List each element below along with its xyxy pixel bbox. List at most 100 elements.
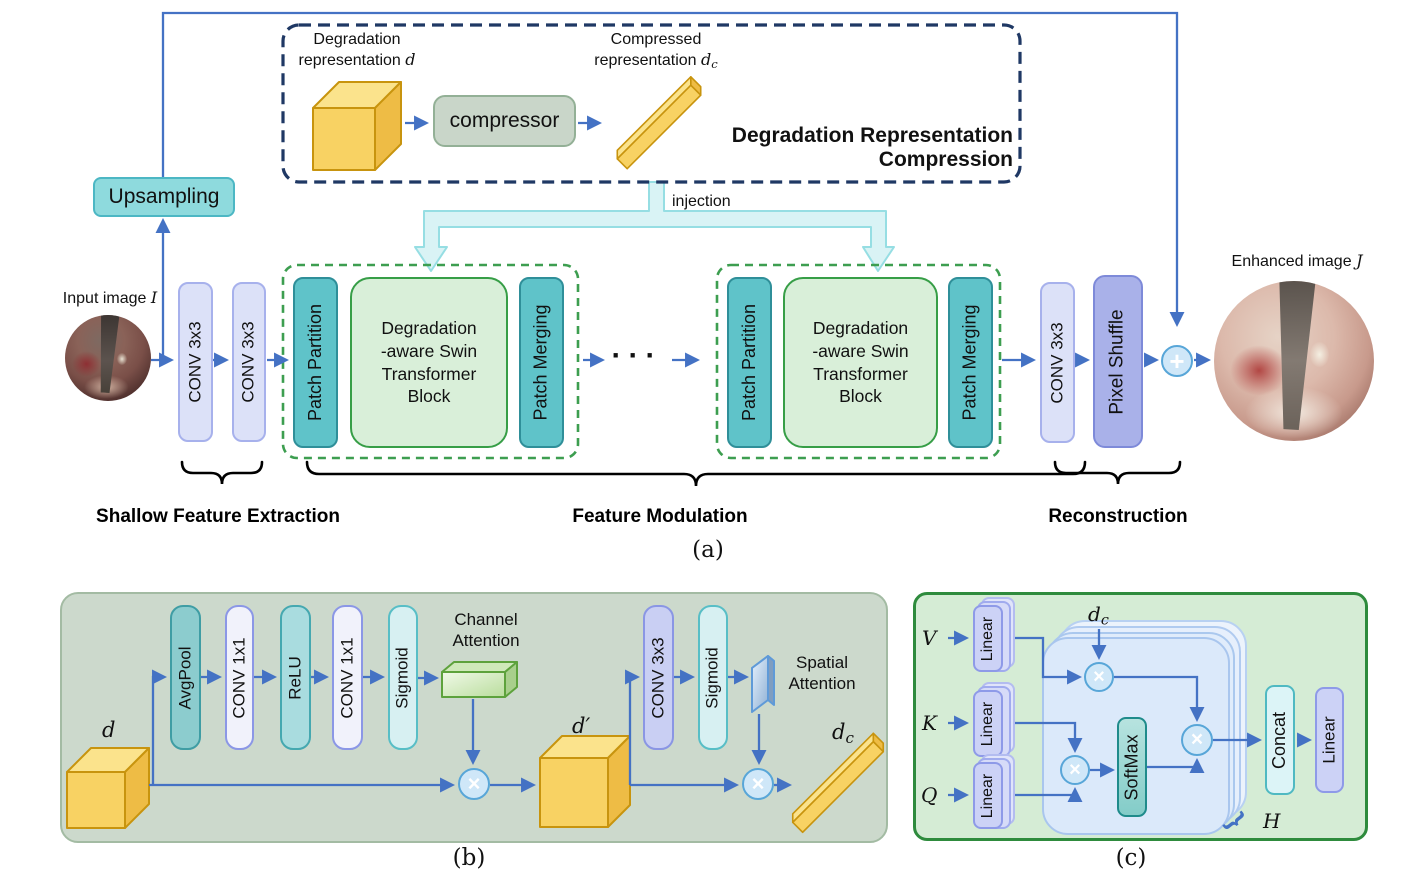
input-image-label-text: Input image xyxy=(62,290,147,307)
spatial-attention-line2: Attention xyxy=(788,674,856,694)
conv3x3-box-1: CONV 3x3 xyxy=(178,282,213,442)
patch-merging-box-2: Patch Merging xyxy=(948,277,993,448)
degradation-representation-cube xyxy=(312,81,402,171)
panel-b-caption: (b) xyxy=(452,845,486,871)
k-linear-label: Linear xyxy=(979,701,997,746)
q-linear-box: Linear xyxy=(973,762,1003,829)
conv3x3-box-3: CONV 3x3 xyxy=(1040,282,1075,443)
patch-partition-box-2: Patch Partition xyxy=(727,277,772,448)
conv3x3-box-2: CONV 3x3 xyxy=(232,282,266,442)
k-label: K xyxy=(922,711,937,735)
k-linear-box: Linear xyxy=(973,690,1003,757)
swin-block-1-line2: -aware Swin xyxy=(380,340,478,361)
compressor-label: compressor xyxy=(449,109,560,132)
patch-partition-box-1: Patch Partition xyxy=(293,277,338,448)
avgpool-label: AvgPool xyxy=(175,645,195,710)
concat-box: Concat xyxy=(1265,685,1295,795)
panel-b-d-label: d xyxy=(102,718,116,742)
panel-b-d-prime-label: d′ xyxy=(572,714,590,739)
patch-merging-label-2: Patch Merging xyxy=(960,304,980,421)
compressed-representation-subscript: c xyxy=(711,56,718,71)
multiply-icon-b2: × xyxy=(742,768,774,800)
input-image-tissue-blob xyxy=(71,351,102,377)
degradation-representation-line2: representation xyxy=(298,52,401,69)
compressed-representation-line2: representation xyxy=(594,52,697,69)
upsampling-label: Upsampling xyxy=(108,185,220,208)
heads-count-label: H xyxy=(1263,809,1281,833)
channel-attention-line2: Attention xyxy=(452,631,520,651)
swin-block-2-line3: Transformer xyxy=(813,363,908,384)
pixel-shuffle-label: Pixel Shuffle xyxy=(1107,308,1128,415)
compressed-representation-line1: Compressed xyxy=(610,31,702,48)
patch-merging-label-1: Patch Merging xyxy=(531,304,551,421)
v-linear-box: Linear xyxy=(973,605,1003,672)
stage-reconstruction: Reconstruction xyxy=(1048,506,1188,527)
conv1x1-box-1: CONV 1x1 xyxy=(225,605,254,750)
sigmoid-label-1: Sigmoid xyxy=(393,646,413,709)
patch-partition-label-1: Patch Partition xyxy=(305,303,325,422)
multiply-icon-c2: × xyxy=(1060,755,1090,785)
conv1x1-label-1: CONV 1x1 xyxy=(229,636,249,719)
degradation-representation-variable: d xyxy=(405,50,416,69)
enhanced-image-variable: J xyxy=(1356,251,1363,270)
swin-block-1-line1: Degradation xyxy=(381,318,477,338)
q-label: Q xyxy=(921,783,938,807)
output-linear-box: Linear xyxy=(1315,687,1344,793)
swin-block-2-line4: Block xyxy=(839,386,882,407)
swin-block-1: Degradation -aware Swin Transformer Bloc… xyxy=(350,277,508,448)
add-icon: + xyxy=(1161,345,1193,377)
times-glyph-c3: × xyxy=(1190,728,1204,751)
conv3x3-box-b: CONV 3x3 xyxy=(643,605,674,750)
sigmoid-box-1: Sigmoid xyxy=(388,605,418,750)
compression-title-line2: Compression xyxy=(878,148,1013,172)
conv3x3-label-3: CONV 3x3 xyxy=(1047,321,1067,404)
multiply-icon-c3: × xyxy=(1181,724,1213,756)
relu-label: ReLU xyxy=(285,655,305,700)
panel-b-dc-label: dc xyxy=(832,720,854,747)
swin-block-2-line2: -aware Swin xyxy=(812,340,909,361)
sigmoid-box-2: Sigmoid xyxy=(698,605,728,750)
plus-glyph: + xyxy=(1169,346,1185,376)
swin-block-1-line3: Transformer xyxy=(381,363,477,384)
degradation-representation-label: Degradation representation d xyxy=(283,30,431,71)
channel-attention-label: Channel Attention xyxy=(441,609,531,652)
compression-dashed-box xyxy=(281,23,1022,184)
channel-attention-line1: Channel xyxy=(454,610,518,629)
enhanced-image xyxy=(1214,281,1374,441)
patch-partition-label-2: Patch Partition xyxy=(739,303,759,422)
panel-b-dc-variable: d xyxy=(832,720,846,744)
panel-c-dc-subscript: c xyxy=(1100,612,1109,629)
compressed-representation-variable: d xyxy=(701,50,712,69)
panel-c-caption: (c) xyxy=(1115,845,1147,871)
concat-label: Concat xyxy=(1269,711,1290,769)
modulation-block-2-dashed xyxy=(715,263,1002,460)
stage-braces xyxy=(180,460,1182,487)
softmax-label: SoftMax xyxy=(1121,733,1142,801)
compression-title: Degradation Representation Compression xyxy=(713,124,1013,173)
compressed-representation-bar xyxy=(616,75,702,170)
input-image xyxy=(65,315,151,401)
channel-attention-slab xyxy=(441,661,518,698)
times-glyph-c2: × xyxy=(1069,758,1081,781)
compression-title-line1: Degradation Representation xyxy=(731,124,1013,147)
panel-c-dc-variable: d xyxy=(1088,602,1101,626)
relu-box: ReLU xyxy=(280,605,311,750)
multiply-icon-c1: × xyxy=(1084,662,1114,692)
conv3x3-label-1: CONV 3x3 xyxy=(185,321,205,403)
times-glyph-b1: × xyxy=(467,771,481,796)
stage-feature-modulation: Feature Modulation xyxy=(572,506,748,527)
d-prime-mark: ′ xyxy=(585,714,591,738)
panel-b-dc-bar xyxy=(791,732,885,834)
patch-merging-box-1: Patch Merging xyxy=(519,277,564,448)
softmax-box: SoftMax xyxy=(1117,717,1147,817)
input-image-variable: I xyxy=(150,288,158,307)
avgpool-box: AvgPool xyxy=(170,605,201,750)
spatial-attention-line1: Spatial xyxy=(796,653,848,672)
panel-a-caption: (a) xyxy=(692,537,724,563)
times-glyph-c1: × xyxy=(1093,665,1105,688)
panel-c-dc-label: dc xyxy=(1088,602,1109,629)
upsampling-box: Upsampling xyxy=(93,177,235,217)
panel-b-d-prime-cube xyxy=(539,735,631,828)
